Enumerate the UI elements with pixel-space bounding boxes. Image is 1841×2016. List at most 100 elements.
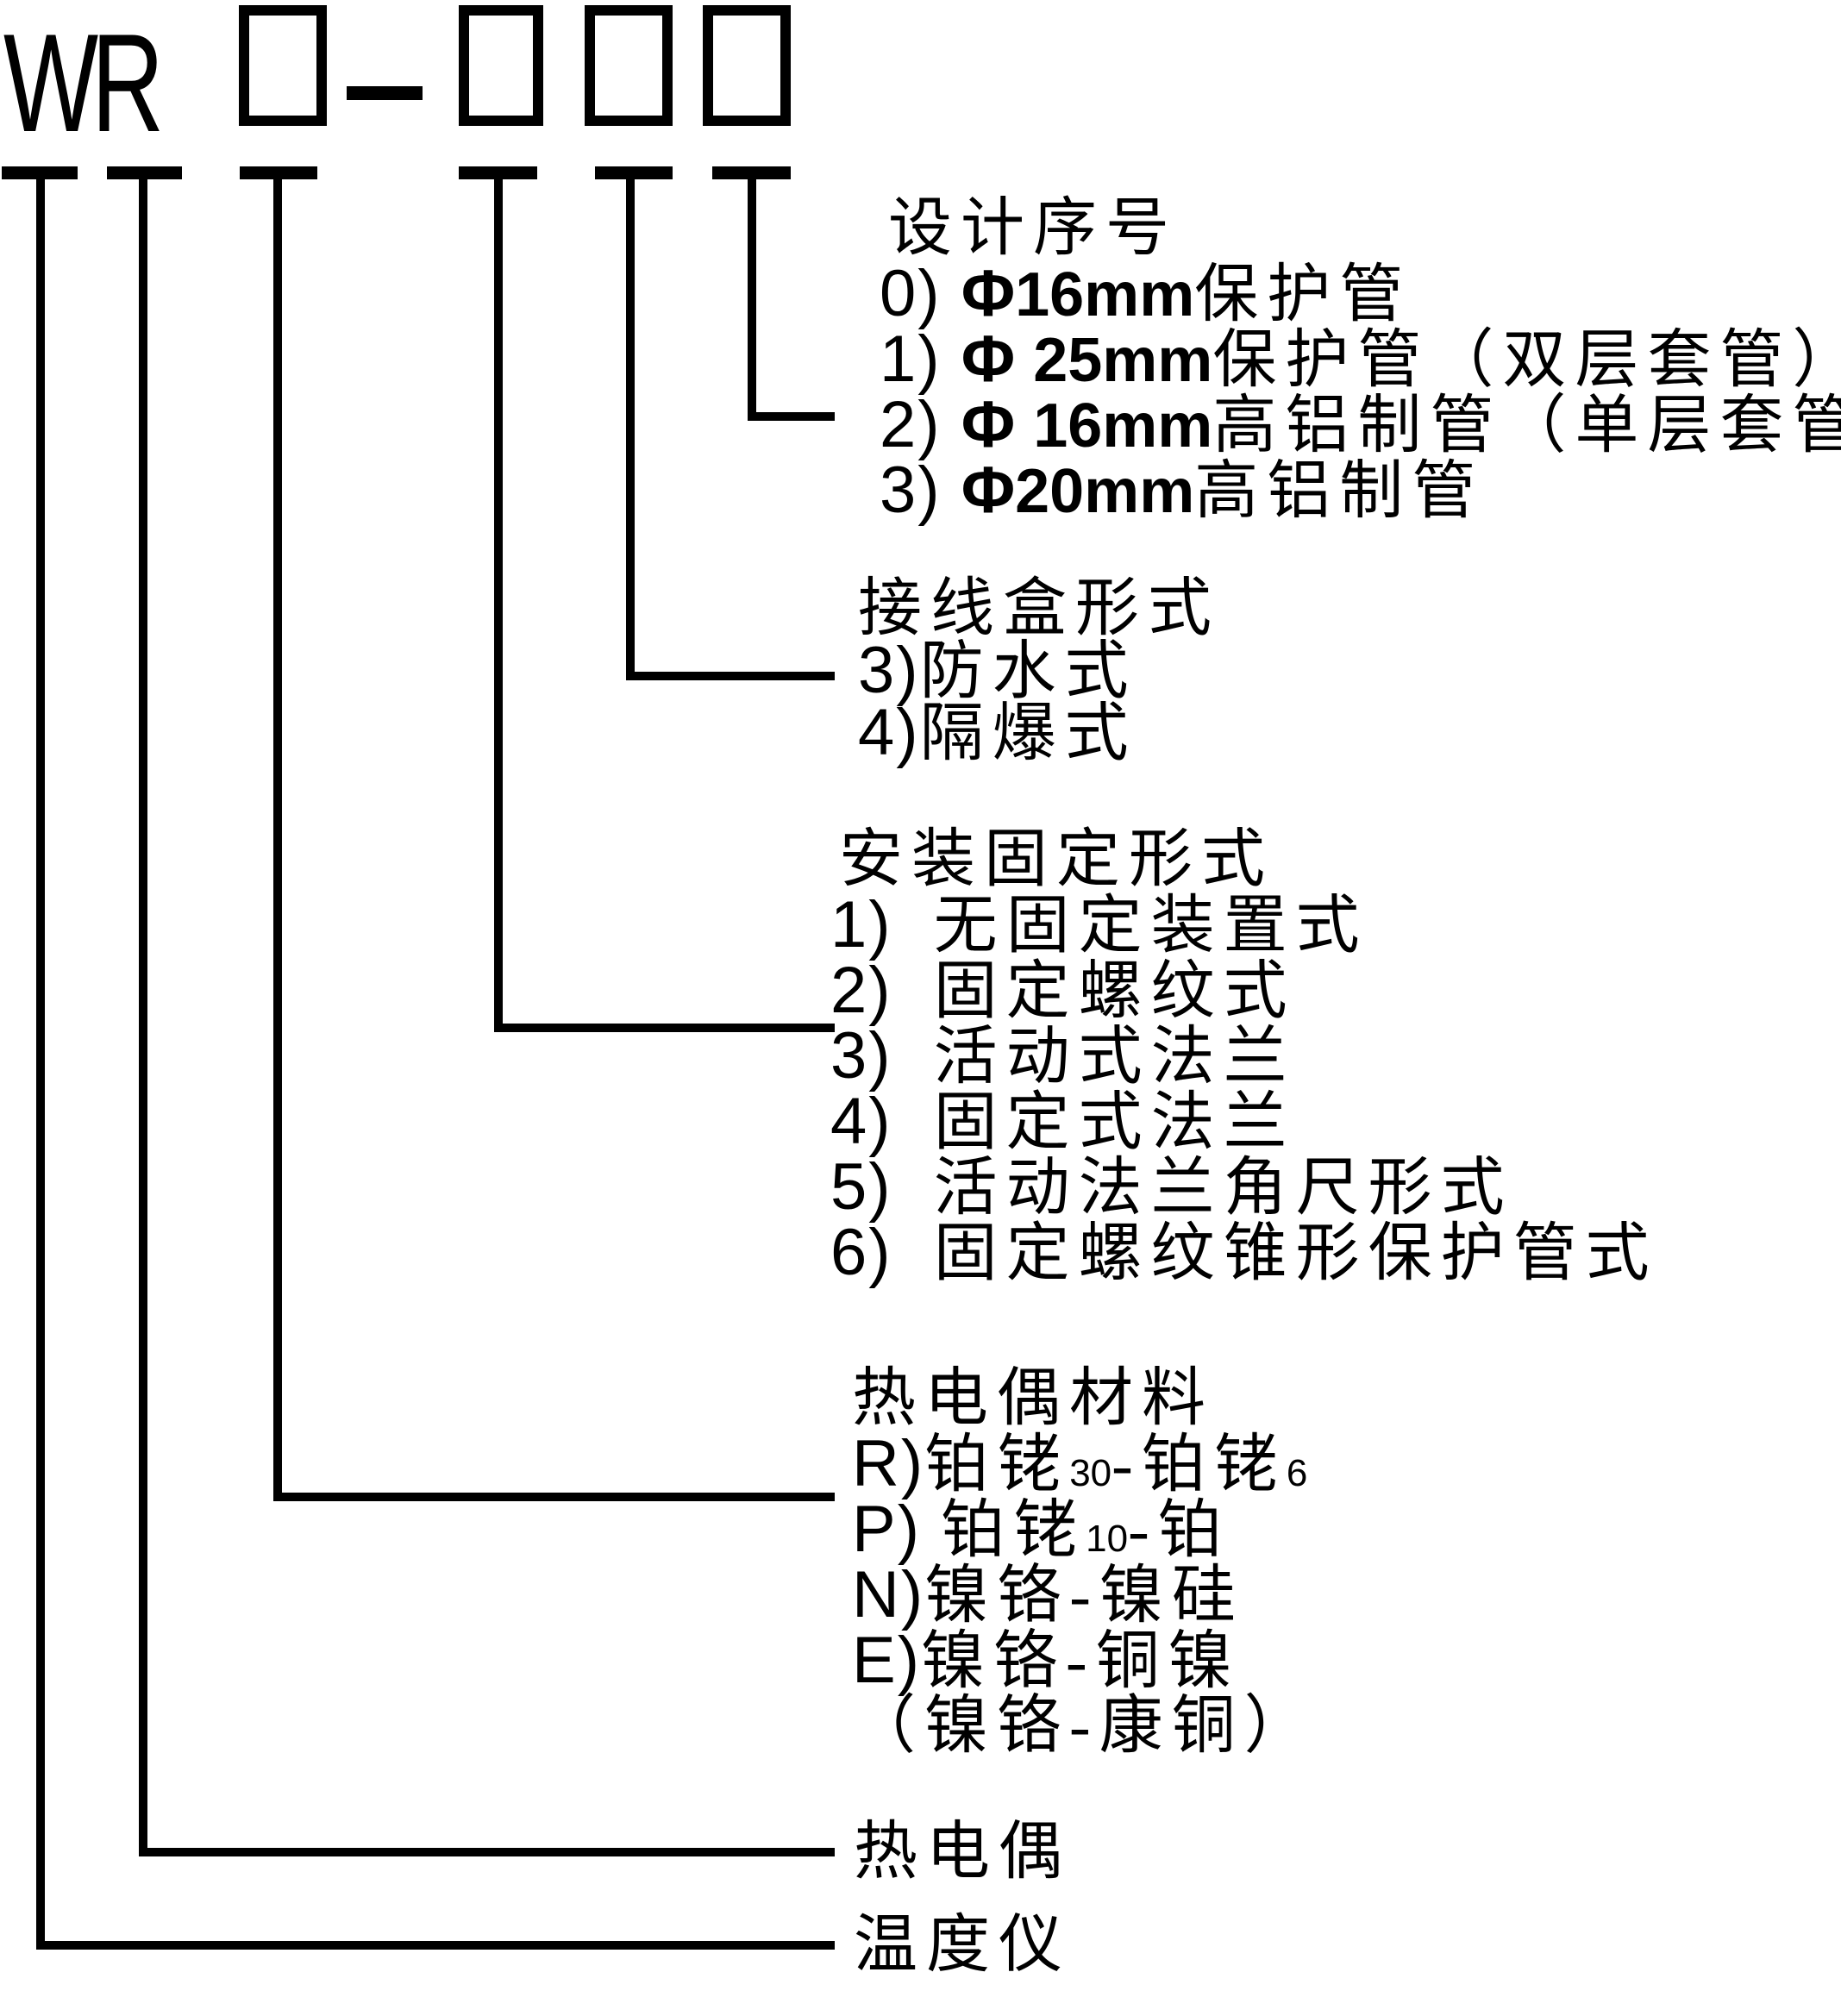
thermocouple-material-line-0: 热电偶材料 [852, 1366, 1317, 1431]
leader-arm-junction-box-type [626, 672, 835, 680]
text-segment: 6) [830, 1216, 892, 1289]
text-segment: 4) [830, 1085, 892, 1158]
thermocouple-material-line-2: P) 铂铑10-铂 [852, 1497, 1317, 1564]
underline-bar-2 [107, 166, 182, 179]
mounting-type-line-6: 6) 固定螺纹锥形保护管式 [830, 1220, 1658, 1287]
text-segment: 5) [830, 1150, 892, 1224]
text-segment: 1) [830, 888, 892, 961]
text-segment: 活动法兰角尺形式 [933, 1153, 1513, 1224]
design-serial-number-line-1: 0) Φ16mm保护管 [880, 260, 1841, 330]
thermocouple-material-line-3: N)镍铬-镍硅 [852, 1561, 1317, 1631]
mounting-type-line-3: 3) 活动式法兰 [830, 1024, 1658, 1091]
leader-arm-thermocouple-material [273, 1493, 835, 1501]
mounting-type-line-2: 2) 固定螺纹式 [830, 956, 1658, 1027]
mounting-type-line-5: 5) 活动法兰角尺形式 [830, 1155, 1658, 1222]
text-segment: 热电偶 [854, 1817, 1071, 1888]
text-segment: 1) [880, 322, 961, 396]
text-segment: 10 [1086, 1518, 1129, 1560]
model-placeholder-box-2 [459, 5, 543, 126]
mounting-type-line-0: 安装固定形式 [839, 827, 1658, 892]
text-segment: 接线盒形式 [858, 573, 1220, 644]
text-segment: 铂铑 [924, 1430, 1070, 1500]
text-segment: 活动式法兰 [933, 1022, 1296, 1093]
text-segment: -铂 [1128, 1495, 1230, 1566]
text-segment: 0) [880, 257, 961, 330]
text-segment: 镍铬-铜镍 [921, 1626, 1241, 1697]
text-segment: 2) [830, 954, 892, 1027]
text-segment: 高铝制管（单层套管） [1212, 391, 1841, 461]
leader-stem-temperature-instrument [36, 179, 45, 1950]
text-segment: 高铝制管 [1194, 456, 1485, 527]
text-segment: 3) [880, 454, 961, 527]
text-segment: 3) [830, 1019, 892, 1093]
leader-arm-mounting-type [494, 1024, 835, 1032]
leader-arm-design-serial-number [748, 412, 835, 421]
text-segment: 无固定装置式 [933, 891, 1368, 961]
text-segment: 2) [880, 388, 961, 461]
text-segment: 16mm [1015, 260, 1195, 329]
design-serial-number-line-4: 3) Φ20mm高铝制管 [880, 457, 1841, 526]
model-letter-R: R [91, 5, 165, 161]
thermocouple-material-line-1: R)铂铑30-铂铑6 [852, 1430, 1317, 1500]
text-segment: （镍铬-康铜） [852, 1691, 1317, 1762]
leader-stem-thermocouple [139, 179, 147, 1856]
design-serial-number-line-2: 1) Φ 25mm保护管（双层套管） [880, 326, 1841, 395]
temperature-instrument-line-0: 温度仪 [854, 1913, 1071, 1978]
design-serial-number-line-0: 设计序号 [888, 196, 1841, 261]
text-segment: 16mm [1033, 391, 1213, 460]
text-segment: Φ [961, 322, 1034, 396]
thermocouple-material-line-4: E)镍铬-铜镍 [852, 1626, 1317, 1697]
text-segment: 安装固定形式 [839, 824, 1274, 895]
text-segment: 镍铬-镍硅 [924, 1561, 1244, 1631]
model-dash-icon [347, 86, 423, 100]
junction-box-type-line-1: 3)防水式 [858, 638, 1220, 704]
junction-box-type-line-2: 4)隔爆式 [858, 700, 1220, 767]
mounting-type-line-4: 4) 固定式法兰 [830, 1087, 1658, 1158]
text-segment: 保护管（双层套管） [1212, 325, 1841, 396]
text-segment: 隔爆式 [919, 698, 1137, 769]
thermocouple-material-line-5: （镍铬-康铜） [852, 1694, 1317, 1759]
text-segment: 3) [858, 634, 920, 707]
text-segment: 固定螺纹式 [933, 956, 1296, 1027]
leader-stem-junction-box-type [626, 179, 635, 680]
text-segment: R) [852, 1427, 925, 1500]
underline-bar-5 [595, 166, 673, 179]
text-segment: P) [852, 1493, 942, 1566]
text-segment: 20mm [1015, 457, 1195, 526]
legend-block-thermocouple: 热电偶 [854, 1819, 1071, 1885]
text-segment: -铂铑 [1111, 1430, 1287, 1500]
text-segment: N) [852, 1558, 925, 1631]
leader-stem-mounting-type [494, 179, 503, 1032]
underline-bar-3 [240, 166, 317, 179]
design-serial-number-line-3: 2) Φ 16mm高铝制管（单层套管） [880, 391, 1841, 461]
text-segment: 4) [858, 696, 920, 769]
leader-stem-design-serial-number [748, 179, 756, 421]
text-segment: 固定式法兰 [933, 1087, 1296, 1158]
text-segment: 25mm [1033, 326, 1213, 395]
text-segment: 铂铑 [941, 1495, 1086, 1566]
text-segment: Φ [961, 388, 1034, 461]
text-segment: E) [852, 1624, 921, 1697]
leader-arm-temperature-instrument [36, 1941, 835, 1950]
text-segment: 保护管 [1194, 260, 1412, 330]
underline-bar-4 [459, 166, 537, 179]
text-segment: 防水式 [919, 636, 1137, 707]
text-segment: Φ [961, 257, 1016, 330]
text-segment: Φ [961, 454, 1016, 527]
text-segment: 30 [1069, 1452, 1112, 1494]
text-segment: 6 [1286, 1452, 1308, 1494]
model-placeholder-box-1 [239, 5, 327, 126]
model-placeholder-box-4 [703, 5, 791, 126]
leader-arm-thermocouple [139, 1848, 835, 1856]
legend-block-temperature-instrument: 温度仪 [854, 1913, 1071, 1978]
underline-bar-1 [2, 166, 78, 179]
junction-box-type-line-0: 接线盒形式 [858, 577, 1220, 641]
underline-bar-6 [712, 166, 791, 179]
text-segment: 热电偶材料 [852, 1363, 1214, 1434]
mounting-type-line-1: 1) 无固定装置式 [830, 891, 1658, 961]
